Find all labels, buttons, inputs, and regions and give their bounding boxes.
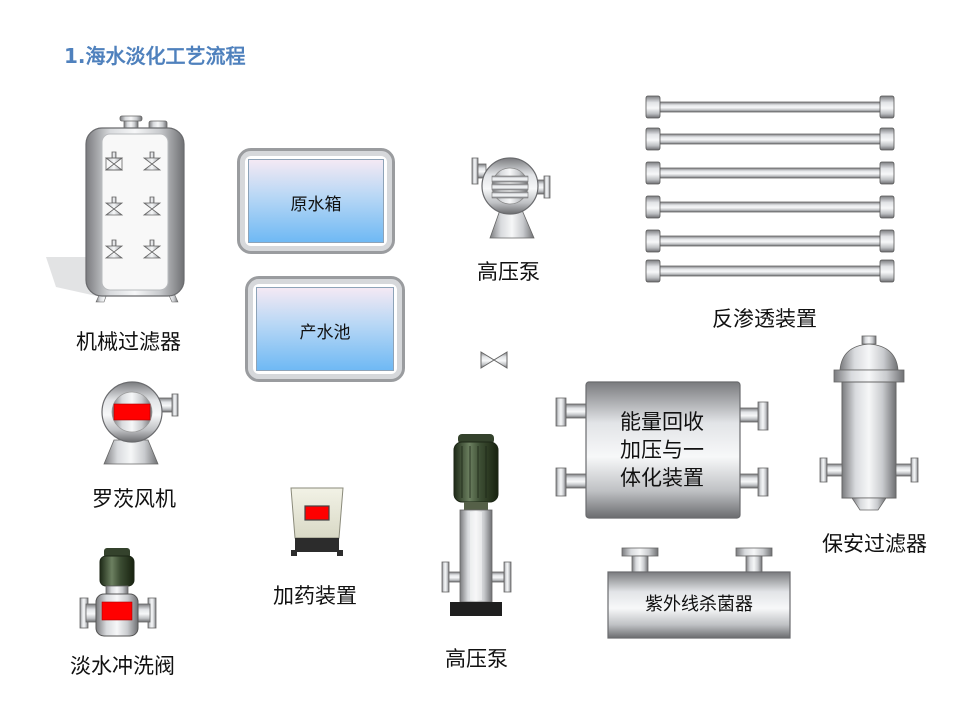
energy-recovery-label-line1: 能量回收	[620, 410, 704, 434]
roots-blower-label: 罗茨风机	[92, 487, 176, 511]
dosing-device-icon	[290, 487, 344, 556]
high-pressure-pump-top-label: 高压泵	[477, 260, 540, 284]
product-water-pool-label: 产水池	[299, 323, 351, 343]
reverse-osmosis-icon	[645, 95, 895, 283]
freshwater-flush-valve-icon	[79, 548, 157, 637]
valve-icon	[480, 351, 508, 369]
reverse-osmosis-label: 反渗透装置	[712, 307, 817, 331]
freshwater-flush-valve-label: 淡水冲洗阀	[70, 654, 175, 678]
raw-water-tank: 原水箱	[237, 148, 395, 254]
roots-blower-icon	[101, 381, 179, 465]
dosing-device-label: 加药装置	[273, 584, 357, 608]
energy-recovery-label-line2: 加压与一	[620, 438, 704, 462]
mechanical-filter-label: 机械过滤器	[76, 330, 181, 354]
security-filter-icon	[819, 335, 919, 511]
energy-recovery-icon	[555, 381, 769, 519]
product-water-pool: 产水池	[245, 276, 405, 382]
high-pressure-pump-bottom-icon	[441, 434, 512, 616]
security-filter-label: 保安过滤器	[822, 532, 927, 556]
uv-sterilizer-label: 紫外线杀菌器	[645, 594, 753, 615]
mechanical-filter-icon	[46, 115, 185, 303]
energy-recovery-label-line3: 体化装置	[620, 466, 704, 490]
high-pressure-pump-bottom-label: 高压泵	[445, 647, 508, 671]
uv-sterilizer-icon	[607, 547, 791, 639]
high-pressure-pump-top-icon	[471, 157, 551, 239]
energy-recovery-label: 能量回收 加压与一 体化装置	[586, 408, 738, 492]
raw-water-tank-label: 原水箱	[290, 195, 342, 215]
page-title: 1.海水淡化工艺流程	[64, 44, 246, 68]
